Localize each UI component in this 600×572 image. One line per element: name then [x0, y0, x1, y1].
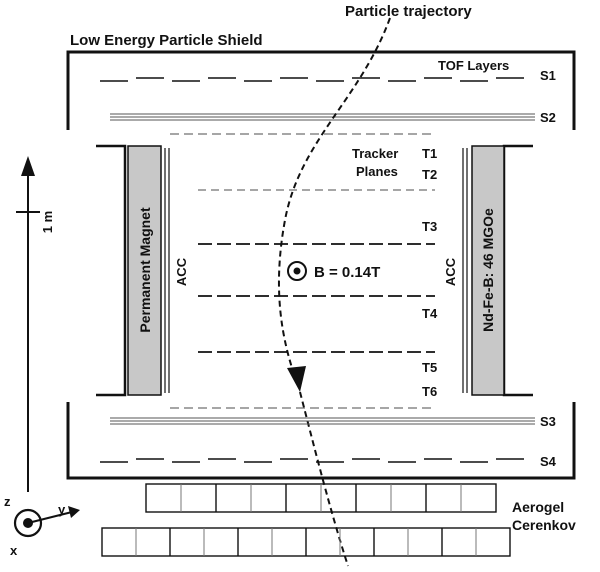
scale-arrow-icon: [21, 156, 35, 176]
t3-label: T3: [422, 219, 437, 234]
tracker-label-line1: Tracker: [352, 146, 398, 161]
tracker-label-line2: Planes: [356, 164, 398, 179]
t5-label: T5: [422, 360, 437, 375]
acc-right-label: ACC: [443, 257, 458, 286]
tof-layer-s1: [100, 77, 524, 82]
field-label: B = 0.14T: [314, 264, 380, 281]
magnet-right-label: Nd-Fe-B: 46 MGOe: [480, 208, 496, 332]
scale-bar: [16, 168, 40, 492]
shield-label: Low Energy Particle Shield: [70, 32, 263, 49]
trajectory-label: Particle trajectory: [345, 3, 472, 20]
acc-left-label: ACC: [174, 257, 189, 286]
tof-label: TOF Layers: [438, 58, 509, 73]
axis-y-label: y: [58, 502, 66, 517]
s4-label: S4: [540, 454, 557, 469]
t2-label: T2: [422, 167, 437, 182]
magnet-bracket-right: [502, 144, 533, 397]
acc-left: [164, 148, 170, 393]
s2-label: S2: [540, 110, 556, 125]
aerogel-row-upper-subdiv: [180, 484, 462, 512]
tof-layer-s4: [100, 458, 524, 463]
field-symbol-icon: [287, 261, 307, 281]
magnet-left-label: Permanent Magnet: [137, 207, 153, 333]
tof-layer-s2: [110, 113, 535, 121]
aerogel-row-lower: [101, 527, 511, 557]
axis-x-label: x: [10, 543, 18, 558]
magnet-block-left: [127, 145, 162, 396]
tof-layer-s3: [110, 417, 535, 425]
acc-right: [462, 148, 468, 393]
t1-label: T1: [422, 146, 437, 161]
shield-top: [66, 50, 576, 130]
particle-trajectory: [277, 17, 391, 381]
s3-label: S3: [540, 414, 556, 429]
axes-icon: [13, 506, 80, 538]
t6-label: T6: [422, 384, 437, 399]
t4-label: T4: [422, 306, 438, 321]
particle-trajectory-lower: [299, 391, 349, 567]
scale-label: 1 m: [40, 211, 55, 233]
magnet-block-right: [471, 145, 505, 396]
aerogel-row-lower-subdiv: [135, 528, 477, 556]
axis-z-label: z: [4, 494, 11, 509]
aerogel-label-line2: Cerenkov: [512, 517, 576, 533]
trajectory-arrow-icon: [287, 366, 306, 392]
aerogel-label-line1: Aerogel: [512, 499, 564, 515]
shield-bottom: [66, 402, 576, 480]
s1-label: S1: [540, 68, 556, 83]
magnet-bracket-left: [96, 144, 127, 397]
